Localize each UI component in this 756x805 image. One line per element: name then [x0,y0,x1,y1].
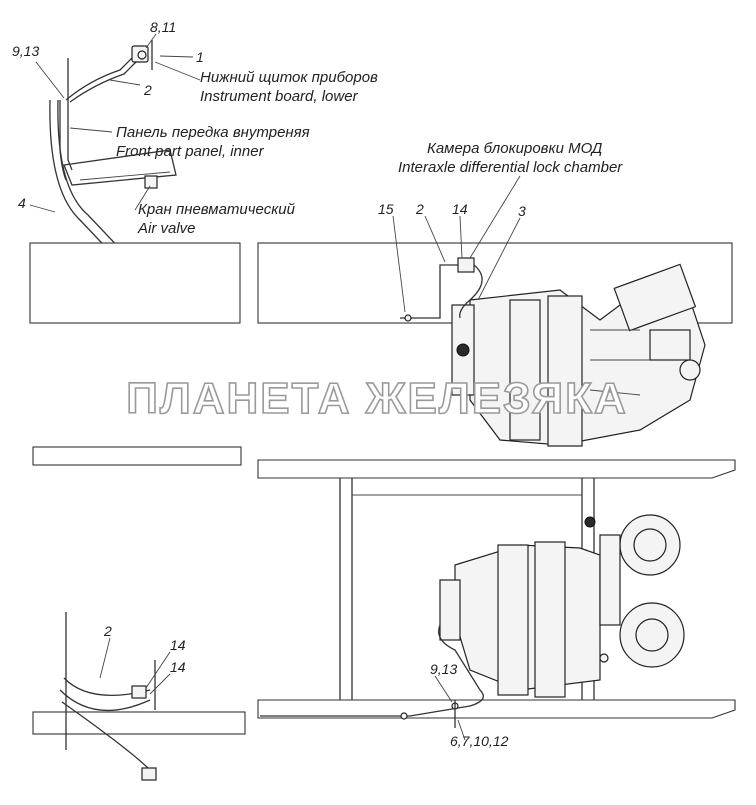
frame-rails-middle [32,446,736,479]
lock-chamber-hose-lower [260,624,484,741]
label-air-valve-ru: Кран пневматический [138,201,296,218]
callout-3: 3 [518,203,526,219]
callout-4: 4 [18,195,26,211]
label-instrument-board-en: Instrument board, lower [200,88,359,105]
callout-6-7-10-12: 6,7,10,12 [450,733,509,749]
label-front-panel-ru: Панель передка внутреняя [116,124,310,141]
callout-2-top: 2 [143,82,152,98]
watermark: ПЛАНЕТА ЖЕЛЕЗЯКА [126,374,628,423]
label-instrument-board-ru: Нижний щиток приборов [200,69,378,86]
label-air-valve-en: Air valve [137,220,196,237]
frame-lower [32,478,736,735]
label-lock-chamber-ru: Камера блокировки МОД [427,140,603,157]
label-front-panel-en: Front part panel, inner [116,143,265,160]
callout-15: 15 [378,201,394,217]
callout-14-mid: 14 [452,201,468,217]
callout-9-13-top: 9,13 [12,43,39,59]
callout-14-bottom-b: 14 [170,659,186,675]
callout-9-13-bottom: 9,13 [430,661,457,677]
bottom-left-detail [59,612,171,781]
front-panel-assembly [29,33,201,316]
callout-1: 1 [196,49,204,65]
transfer-case-lower [439,514,685,698]
lock-chamber-hose-upper [392,175,521,322]
callout-2-mid: 2 [415,201,424,217]
label-lock-chamber-en: Interaxle differential lock chamber [398,159,623,176]
transfer-case-upper [451,263,706,447]
callout-2-bottom: 2 [103,623,112,639]
callout-8-11: 8,11 [150,19,176,35]
callout-14-bottom-a: 14 [170,637,186,653]
